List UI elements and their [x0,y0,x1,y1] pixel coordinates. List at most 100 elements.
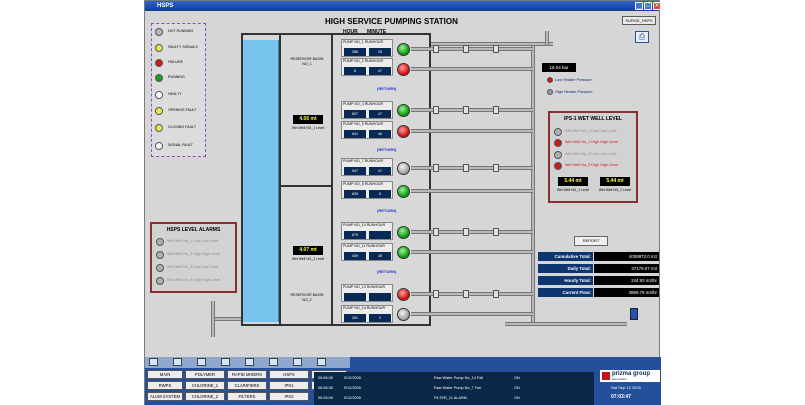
discharge-pipe-bottom [505,322,533,326]
pump-13-card[interactable]: PUMP NO_13 RUNHOUR [341,284,393,302]
valve-icon[interactable] [493,228,499,236]
pump-1-icon[interactable] [397,43,410,56]
pump-minute: 26 [369,48,391,56]
nav-main[interactable]: MAIN [147,370,183,379]
valve-icon[interactable] [463,164,469,172]
valve-icon[interactable] [493,164,499,172]
ips-alarm-item: Wet Well No_1 High High Level [554,138,633,148]
pump-8-icon[interactable] [397,185,410,198]
nav-chlorine-2[interactable]: CHLORINE_2 [185,392,225,401]
nav-filters[interactable]: FILTERS [227,392,267,401]
basin-1-label: RESERVOIR BASIN NO_1 [290,57,324,66]
printer-icon[interactable]: ⎙ [635,31,649,43]
alarm-lamp-icon [554,151,562,159]
pump-hour: 607 [344,110,366,118]
nav-chlorine-1[interactable]: CHLORINE_1 [185,381,225,390]
help-icon[interactable] [317,358,326,366]
nav-ips2[interactable]: IPS2 [269,392,309,401]
nav-alum-system[interactable]: ALUM SYSTEM [147,392,183,401]
current-flow-row: Current Flow:4859.78 m3/hr [538,288,659,297]
nav-ips1[interactable]: IPS1 [269,381,309,390]
pump-13-icon[interactable] [397,288,410,301]
valve-icon[interactable] [463,106,469,114]
folder-icon[interactable] [269,358,278,366]
pump-4-icon[interactable] [397,104,410,117]
pump-hour: 679 [344,231,366,239]
pump-discharge-pipe [411,67,533,71]
pump-11-icon[interactable] [397,246,410,259]
pump-hour: 641 [344,130,366,138]
nav-rapid-mixers[interactable]: RAPID MIXERS [227,370,267,379]
document-icon[interactable] [197,358,206,366]
pump-minute: 47 [369,167,391,175]
nav-hsps[interactable]: HSPS [269,370,309,379]
pump-hour: 639 [344,190,366,198]
report-button[interactable]: REPORT [574,236,608,246]
pump-14-icon[interactable] [397,308,410,321]
status-swatch-icon [155,142,163,150]
pump-minute: 6 [369,190,391,198]
pump-discharge-pipe [411,292,533,296]
low-pressure-dot-icon [547,77,553,83]
back-icon[interactable] [149,358,158,366]
trend-icon[interactable] [221,358,230,366]
status-swatch-icon [155,28,163,36]
valve-icon[interactable] [433,290,439,298]
valve-icon[interactable] [493,45,499,53]
return-label: (RETURN) [377,208,397,213]
nav-polymer[interactable]: POLYMER [185,370,225,379]
settings-icon[interactable] [293,358,302,366]
pump-discharge-pipe [411,166,533,170]
nav-rwps[interactable]: RWPS [147,381,183,390]
pump-5-icon[interactable] [397,125,410,138]
reservoir-water [243,40,279,322]
valve-icon[interactable] [463,45,469,53]
legend-item: SIGNAL FAULT [155,141,207,152]
close-button[interactable]: ✕ [653,2,661,10]
valve-icon[interactable] [433,45,439,53]
surge-hsps-button[interactable]: SURGE_HSPS [622,16,656,25]
legend-item: RUNNING [155,73,207,84]
ips-level-2-value: 5.44 mt [600,177,630,186]
hour-header: HOUR [343,29,358,35]
daily-total-row: Daily Total:37179.07 m3 [538,264,659,273]
nav-clarifiers[interactable]: CLARIFIERS [227,381,267,390]
pump-2-icon[interactable] [397,63,410,76]
status-swatch-icon [155,107,163,115]
legend-item: OPENING FAULT [155,106,207,117]
return-label: (RETURN) [377,269,397,274]
valve-icon[interactable] [463,228,469,236]
warning-icon[interactable] [245,358,254,366]
alarm-bell-icon[interactable] [173,358,182,366]
alarm-lamp-icon [156,277,164,285]
logo-mark-icon [602,372,610,380]
pump-7-icon[interactable] [397,162,410,175]
pump-hour: 6 [344,67,366,75]
valve-icon[interactable] [433,164,439,172]
valve-icon[interactable] [463,290,469,298]
pump-discharge-pipe [411,129,533,133]
alarm-lamp-icon [156,264,164,272]
pump-discharge-pipe [411,250,533,254]
valve-icon[interactable] [433,228,439,236]
maximize-button[interactable]: □ [644,2,652,10]
header-tap [545,31,549,45]
pump-discharge-pipe [411,189,533,193]
minimize-button[interactable]: _ [635,2,643,10]
valve-icon[interactable] [433,106,439,114]
valve-icon[interactable] [493,290,499,298]
valve-icon[interactable] [493,106,499,114]
pump-10-icon[interactable] [397,226,410,239]
